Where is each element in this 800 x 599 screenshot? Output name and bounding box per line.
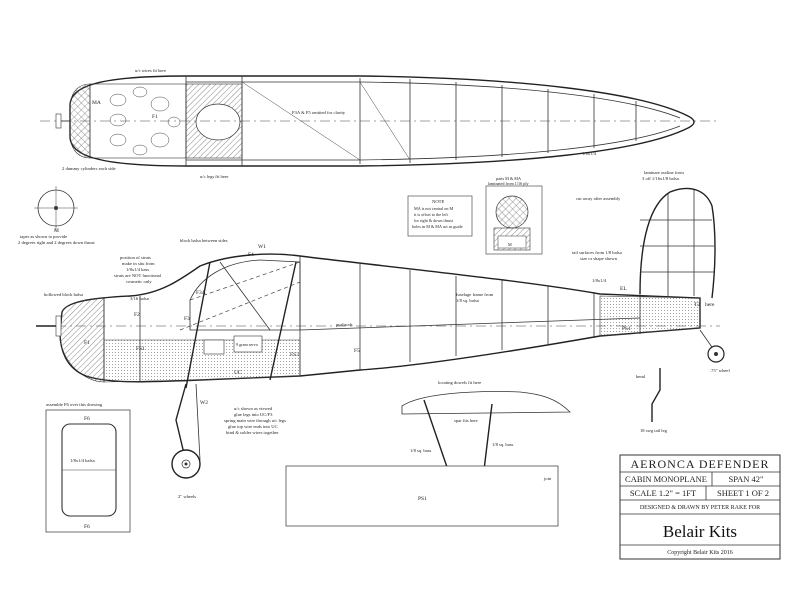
f6-assembly	[45, 409, 131, 533]
part-ps1-side: PS1	[622, 326, 631, 332]
label-laminate-2: 3 off 1/16x1/8 balsa	[642, 176, 679, 181]
part-m-detail: M	[508, 242, 512, 247]
label-fus-frame-1: fuselage frame from	[456, 292, 494, 297]
note-line-1: MA is not central on M	[414, 206, 453, 211]
label-bass-a: 1/8 sq. bass	[410, 448, 432, 453]
label-m-taper-2: 2 degrees right and 2 degrees down thrus…	[18, 240, 95, 245]
part-fs1: FS1	[136, 346, 145, 352]
part-el: EL	[620, 286, 627, 292]
label-struts-5: cosmetic only	[126, 279, 152, 284]
label-uc-wires: u/c wires fit here	[135, 68, 166, 73]
tail-leg-detail	[651, 368, 661, 422]
label-cutaway: cut away after assembly	[576, 196, 621, 201]
label-uc-1: u/c shown as viewed	[234, 406, 273, 411]
label-pushrods: pushrods	[336, 322, 353, 327]
label-block-sides: block balsa between sides	[180, 238, 228, 243]
part-f1-top: F1	[152, 114, 158, 120]
label-join: join	[543, 476, 552, 481]
part-f5: F5	[354, 348, 360, 354]
label-uc-4: glue top wire ends into UC	[228, 424, 278, 429]
label-spar: spar fits here	[454, 418, 478, 423]
part-w2: W2	[200, 400, 208, 406]
label-tail-1: tail surfaces from 1/8 balsa	[572, 250, 622, 255]
label-parts-m-ma-1: parts M & MA	[496, 176, 521, 181]
title-block	[619, 454, 781, 560]
tb-copyright: Copyright Belair Kits 2016	[667, 550, 733, 556]
label-3-16-balsa: 3/16 balsa	[130, 296, 149, 301]
note-line-3: for right & down thrust	[414, 218, 454, 223]
label-parts-m-ma-2: laminated from 1/16 ply	[488, 181, 529, 186]
label-f3a-f5-omitted: F3A & F5 omitted for clarity	[292, 110, 346, 115]
part-f3a: F3A	[196, 290, 206, 296]
tb-title: AERONCA DEFENDER	[630, 457, 769, 471]
label-uc-5: bind & solder wires together	[226, 430, 279, 435]
label-struts-4: struts are NOT functional	[114, 273, 162, 278]
tb-sheet: SHEET 1 OF 2	[717, 488, 769, 498]
note-line-2: it is offset to the left	[414, 212, 449, 217]
label-hollowed: hollowed block balsa	[44, 292, 83, 297]
top-view-fuselage	[40, 75, 720, 167]
label-assemble-f6: assemble F6 over this drawing	[46, 402, 103, 407]
note-box	[407, 195, 473, 237]
side-view-fuselage	[36, 187, 725, 479]
part-f3: F3	[184, 316, 190, 322]
part-f1: F1	[84, 340, 90, 346]
wing-saddle	[285, 391, 571, 527]
part-ma-top: MA	[92, 100, 101, 106]
parts-m-ma-detail	[485, 185, 543, 255]
part-ps1: PS1	[418, 496, 427, 502]
label-uc-3: spring main wire through u/c legs	[224, 418, 286, 423]
tb-designed: DESIGNED & DRAWN BY PETER RAKE FOR	[640, 505, 760, 511]
label-dummy-cylinders: 2 dummy cylinders each side	[62, 166, 116, 171]
tb-type: CABIN MONOPLANE	[625, 474, 707, 484]
part-m-label: M	[54, 228, 59, 234]
label-uc-legs: u/c legs fit here	[200, 174, 228, 179]
tb-company: Belair Kits	[663, 522, 737, 541]
label-struts-3: 1/8x1/4 bass	[126, 267, 149, 272]
note-title: NOTE	[432, 199, 444, 204]
label-bass-b: 1/8 sq. bass	[492, 442, 514, 447]
part-m-disc	[34, 186, 78, 230]
note-line-4: holes in M & MA act as guide	[412, 224, 463, 229]
label-tail-wheel: .75" wheel	[710, 368, 730, 373]
part-f6-top: F6	[84, 416, 90, 422]
part-servo: 9 gram servo	[236, 342, 258, 347]
tb-span: SPAN 42"	[728, 474, 763, 484]
part-f6-bottom: F6	[84, 524, 90, 530]
part-f4: F4	[248, 252, 254, 258]
label-strip-side: 1/8x1/4	[592, 278, 607, 283]
part-w1: W1	[258, 244, 266, 250]
label-struts-1: position of struts	[120, 255, 151, 260]
part-f2: F2	[134, 312, 140, 318]
label-uc-2: glue legs into UC/F3	[234, 412, 273, 417]
tb-scale: SCALE 1.2" = 1FT	[630, 488, 697, 498]
label-1-8x1-4-balsa: 1/8x1/4 balsa	[70, 458, 95, 463]
part-fs3: FS3	[290, 352, 299, 358]
label-strip-top: 1/8x1/4	[582, 151, 597, 156]
label-fus-frame-2: 1/8 sq. balsa	[456, 298, 479, 303]
part-t2: T2	[694, 302, 700, 308]
label-struts-2: make in situ from	[122, 261, 155, 266]
label-dowels: locating dowels fit here	[438, 380, 481, 385]
label-bend: bend	[636, 374, 646, 379]
label-laminate-1: laminate outline from	[644, 170, 684, 175]
label-main-wheels: 2" wheels	[178, 494, 196, 499]
label-tail-2: size or shape shown	[580, 256, 618, 261]
label-here: here	[705, 302, 715, 308]
label-m-taper-1: taper as shown to provide	[20, 234, 67, 239]
part-uc: UC	[234, 370, 242, 376]
label-tail-leg: 18 swg tail leg	[640, 428, 668, 433]
